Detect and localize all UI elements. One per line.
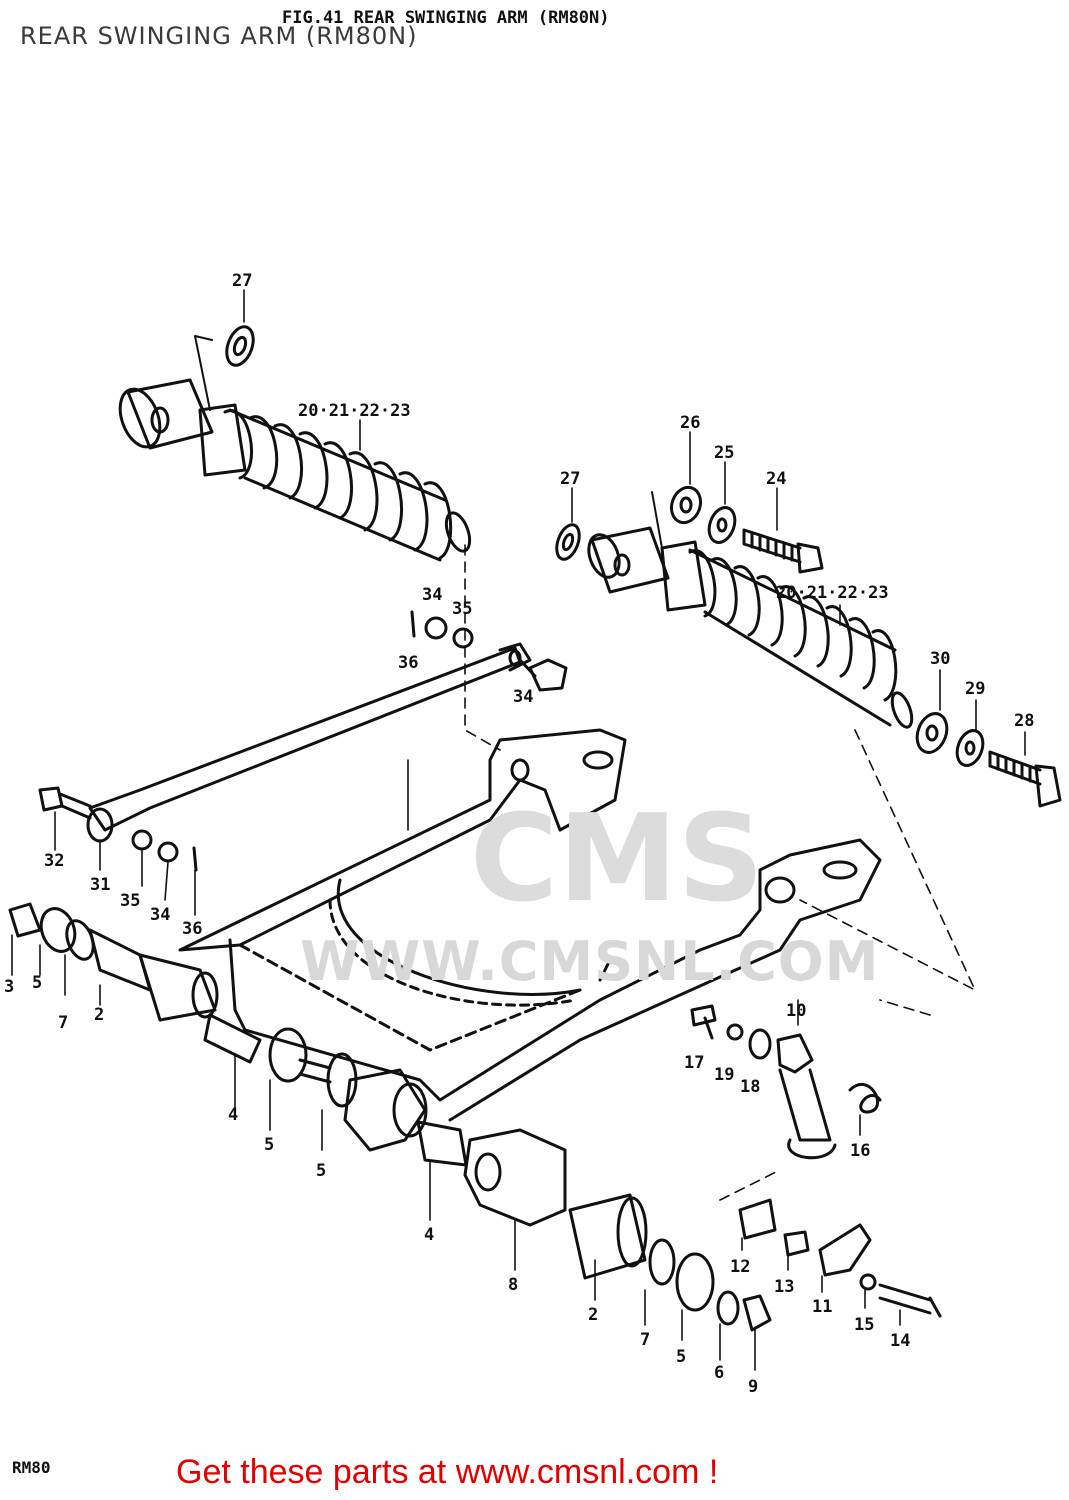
washer-35-lower bbox=[131, 829, 153, 851]
model-code: RM80 bbox=[12, 1458, 51, 1477]
callout-12: 12 bbox=[730, 1257, 750, 1277]
callout-28: 28 bbox=[1014, 711, 1034, 731]
bolt-24 bbox=[742, 528, 824, 574]
buy-parts-link[interactable]: Get these parts at www.cmsnl.com ! bbox=[176, 1453, 719, 1491]
callout-35-lower: 35 bbox=[120, 891, 140, 911]
callout-15: 15 bbox=[854, 1315, 874, 1335]
callout-25: 25 bbox=[714, 443, 734, 463]
washer-30 bbox=[915, 712, 949, 754]
callout-14: 14 bbox=[890, 1331, 910, 1351]
callout-36-upper: 36 bbox=[398, 653, 418, 673]
washer-27-right bbox=[555, 523, 581, 561]
washer-29 bbox=[955, 729, 985, 767]
callout-17: 17 bbox=[684, 1053, 704, 1073]
callout-6: 6 bbox=[714, 1363, 724, 1383]
cotter-pin-36-upper bbox=[410, 610, 416, 638]
callout-27-left: 27 bbox=[232, 271, 252, 291]
right-bushing-stack bbox=[568, 1193, 772, 1332]
callout-30: 30 bbox=[930, 649, 950, 669]
callout-11: 11 bbox=[812, 1297, 832, 1317]
washer-25 bbox=[707, 506, 737, 544]
callout-36-lower: 36 bbox=[182, 919, 202, 939]
callout-9: 9 bbox=[748, 1377, 758, 1397]
callout-27-right: 27 bbox=[560, 469, 580, 489]
left-shock-absorber bbox=[118, 378, 472, 562]
callout-lines bbox=[11, 289, 1026, 1371]
callout-34-bolt: 34 bbox=[513, 687, 533, 707]
washer-35-upper bbox=[452, 627, 474, 649]
callout-7-a: 7 bbox=[58, 1013, 68, 1033]
callout-7-b: 7 bbox=[640, 1330, 650, 1350]
callout-24: 24 bbox=[766, 469, 786, 489]
watermark-brand: CMS bbox=[470, 790, 764, 929]
bolt-32 bbox=[38, 786, 92, 820]
callout-19: 19 bbox=[714, 1065, 734, 1085]
callout-34-upper: 34 bbox=[422, 585, 442, 605]
callout-20-23-left: 20·21·22·23 bbox=[298, 401, 411, 421]
washer-26 bbox=[669, 485, 703, 525]
callout-5-a: 5 bbox=[32, 973, 42, 993]
callout-31: 31 bbox=[90, 875, 110, 895]
bolt-28 bbox=[988, 750, 1062, 808]
callout-4-a: 4 bbox=[228, 1105, 238, 1125]
cotter-pin-36-lower bbox=[192, 846, 198, 872]
callout-29: 29 bbox=[965, 679, 985, 699]
callout-10: 10 bbox=[786, 1001, 806, 1021]
callout-5-c: 5 bbox=[316, 1161, 326, 1181]
callout-8: 8 bbox=[508, 1275, 518, 1295]
callout-3: 3 bbox=[4, 977, 14, 997]
nut-34-upper bbox=[424, 616, 448, 640]
callout-18: 18 bbox=[740, 1077, 760, 1097]
callout-2-b: 2 bbox=[588, 1305, 598, 1325]
figure-title: FIG.41 REAR SWINGING ARM (RM80N) bbox=[282, 8, 610, 28]
callout-16: 16 bbox=[850, 1141, 870, 1161]
page-title: REAR SWINGING ARM (RM80N) bbox=[20, 22, 418, 50]
callout-4-b: 4 bbox=[424, 1225, 434, 1245]
leader-lines bbox=[464, 544, 976, 1201]
callout-5-b: 5 bbox=[264, 1135, 274, 1155]
callout-26: 26 bbox=[680, 413, 700, 433]
callout-2-a: 2 bbox=[94, 1005, 104, 1025]
callout-5-d: 5 bbox=[676, 1347, 686, 1367]
watermark-url: WWW.CMSNL.COM bbox=[300, 930, 880, 993]
callout-35-upper: 35 bbox=[452, 599, 472, 619]
pivot-assembly bbox=[8, 902, 468, 1167]
bolt-34 bbox=[518, 658, 568, 692]
callout-32: 32 bbox=[44, 851, 64, 871]
callout-13: 13 bbox=[774, 1277, 794, 1297]
nut-34-lower bbox=[157, 841, 179, 863]
chain-buffer-8 bbox=[463, 1128, 567, 1227]
chain-tensioner-assembly bbox=[690, 1004, 942, 1318]
right-shock-absorber bbox=[587, 526, 914, 729]
callout-20-23-right: 20·21·22·23 bbox=[776, 583, 889, 603]
washer-27-left bbox=[225, 325, 255, 367]
callout-34-lower: 34 bbox=[150, 905, 170, 925]
